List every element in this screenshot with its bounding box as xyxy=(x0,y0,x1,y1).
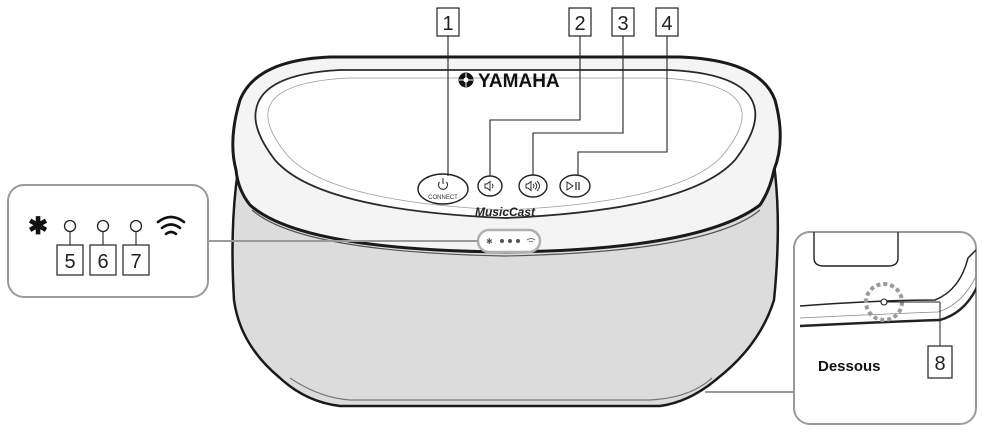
indicator-led xyxy=(516,239,520,243)
svg-text:2: 2 xyxy=(574,13,585,35)
callout-5: 5 xyxy=(56,244,84,276)
leader-line-3 xyxy=(532,36,624,175)
led-6 xyxy=(96,219,110,233)
callout-8: 8 xyxy=(927,345,953,379)
reset-button[interactable] xyxy=(880,298,888,306)
play-pause-button[interactable] xyxy=(559,174,591,198)
bottom-view-inset: Dessous 8 xyxy=(793,231,977,425)
brand-name: YAMAHA xyxy=(478,71,560,92)
svg-text:7: 7 xyxy=(130,251,141,273)
callout-2: 2 xyxy=(568,7,592,37)
indicator-led xyxy=(500,239,504,243)
callout-7: 7 xyxy=(122,244,150,276)
callout-4: 4 xyxy=(655,7,679,37)
svg-text:3: 3 xyxy=(617,13,628,35)
volume-down-button[interactable] xyxy=(477,175,503,197)
bottom-body-outline xyxy=(799,249,976,307)
leader-line-4 xyxy=(577,36,668,175)
power-icon xyxy=(438,178,448,190)
callout-1: 1 xyxy=(436,7,460,37)
wifi-indicator-icon xyxy=(526,238,536,243)
wifi-icon xyxy=(156,215,186,236)
speaker-top-panel xyxy=(254,69,757,219)
bottom-body-edge xyxy=(799,271,976,319)
speaker-top-panel-inner xyxy=(267,77,743,211)
callout-6: 6 xyxy=(89,244,117,276)
led-7 xyxy=(129,219,143,233)
indicator-strip: ✱ xyxy=(476,228,542,254)
speaker-low-icon xyxy=(484,180,494,192)
play-pause-icon xyxy=(566,181,580,191)
connect-button[interactable]: CONNECT xyxy=(417,173,469,205)
callout-3: 3 xyxy=(611,7,635,37)
leader-lines xyxy=(447,36,668,176)
connect-button-label: CONNECT xyxy=(428,195,458,201)
indicator-led xyxy=(508,239,512,243)
yamaha-emblem-icon xyxy=(458,72,474,88)
speaker-body xyxy=(231,55,782,408)
led-5 xyxy=(63,219,77,233)
speaker-bottom-edge xyxy=(289,377,713,401)
bluetooth-indicator-icon: ✱ xyxy=(486,237,493,246)
svg-text:1: 1 xyxy=(442,13,453,35)
bottom-label: Dessous xyxy=(818,358,881,375)
bottom-body-inner xyxy=(799,279,976,328)
bottom-foot xyxy=(813,232,899,267)
svg-text:4: 4 xyxy=(661,13,672,35)
leader-line-2 xyxy=(489,36,581,176)
musiccast-logo: MusicCast xyxy=(475,205,536,219)
svg-text:8: 8 xyxy=(934,353,945,375)
indicator-zoom-inset: ✱ 5 6 7 xyxy=(7,184,209,298)
speaker-high-icon xyxy=(525,180,540,192)
speaker-front-seam xyxy=(251,209,761,257)
volume-up-button[interactable] xyxy=(518,174,548,198)
yamaha-logo: YAMAHA xyxy=(458,71,560,92)
bluetooth-icon: ✱ xyxy=(28,213,48,240)
svg-text:6: 6 xyxy=(97,251,108,273)
svg-text:5: 5 xyxy=(64,251,75,273)
